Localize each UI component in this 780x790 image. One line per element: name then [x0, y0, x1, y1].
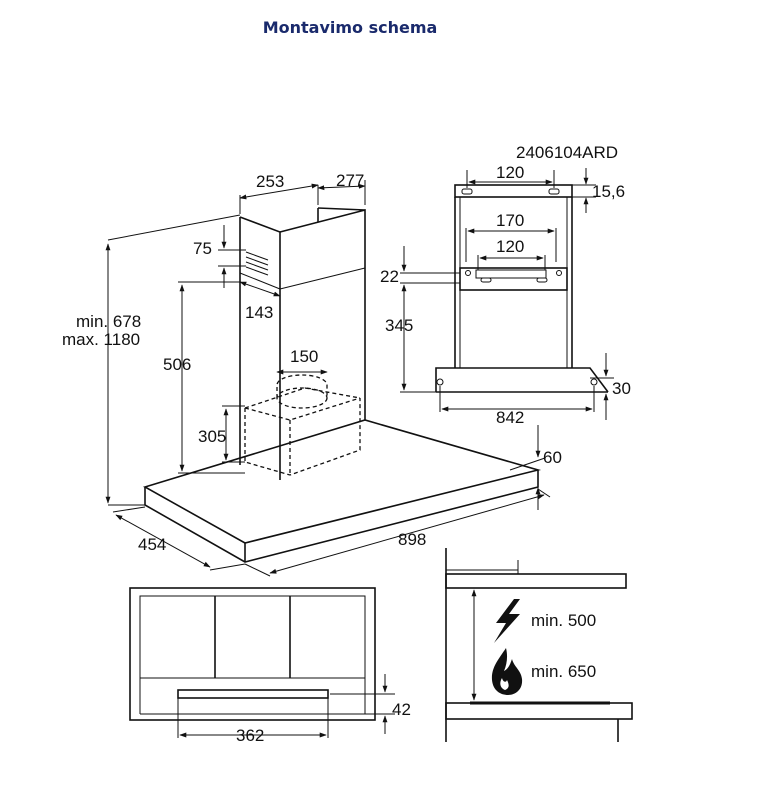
dim-vent-offset: 143 — [245, 303, 273, 322]
dim-vent-height: 75 — [193, 239, 212, 258]
dim-motor-height: 305 — [198, 427, 226, 446]
dim-height-min: min. 678 — [76, 312, 141, 331]
dim-duct-width: 253 — [256, 172, 284, 191]
clearance-cooktop — [445, 702, 633, 720]
dim-canopy-thickness: 60 — [543, 448, 562, 467]
light-panel — [177, 689, 329, 699]
dim-height-max: max. 1180 — [62, 330, 140, 349]
dim-duct-depth: 277 — [336, 171, 364, 190]
dim-top-holes: 120 — [496, 163, 524, 182]
page-title: Montavimo schema — [262, 18, 438, 37]
dim-top-offset: 15,6 — [592, 182, 625, 201]
top-bracket — [454, 184, 573, 198]
duct-upper-left — [239, 216, 281, 480]
dim-outlet: 150 — [290, 347, 318, 366]
dim-filter-offset: 42 — [392, 700, 411, 719]
electric-clearance: min. 500 — [531, 611, 596, 630]
hood-main-view: 253 277 75 143 min. 678 max. 1180 506 15… — [62, 171, 562, 577]
duct-right-face — [279, 208, 366, 420]
bracket-code: 2406104ARD — [516, 143, 618, 162]
motor-housing — [244, 374, 361, 476]
dim-canopy-width: 898 — [398, 530, 426, 549]
hood-underside — [129, 587, 376, 721]
bottom-view: 42 362 — [129, 587, 411, 745]
dim-hood-hole-offset: 30 — [612, 379, 631, 398]
flame-icon — [491, 648, 523, 695]
gas-clearance: min. 650 — [531, 662, 596, 681]
bracket-view: 2406104ARD 120 15,6 170 120 — [380, 143, 631, 427]
clearance-view: min. 500 min. 650 — [445, 548, 633, 742]
dim-bracket-offset: 22 — [380, 267, 399, 286]
dim-filter-width: 362 — [236, 726, 264, 745]
dim-canopy-depth: 454 — [138, 535, 166, 554]
dim-bracket-height: 345 — [385, 316, 413, 335]
vent-slots — [245, 251, 269, 276]
dim-mid-holes: 120 — [496, 237, 524, 256]
dim-duct-lower: 506 — [163, 355, 191, 374]
hood-hole-left — [436, 378, 444, 386]
dim-hood-holes: 842 — [496, 408, 524, 427]
canopy-front — [144, 470, 539, 563]
clearance-hood — [445, 573, 627, 589]
dim-mid-width: 170 — [496, 211, 524, 230]
hood-hole-right — [590, 378, 598, 386]
lightning-bolt-icon — [494, 599, 520, 643]
